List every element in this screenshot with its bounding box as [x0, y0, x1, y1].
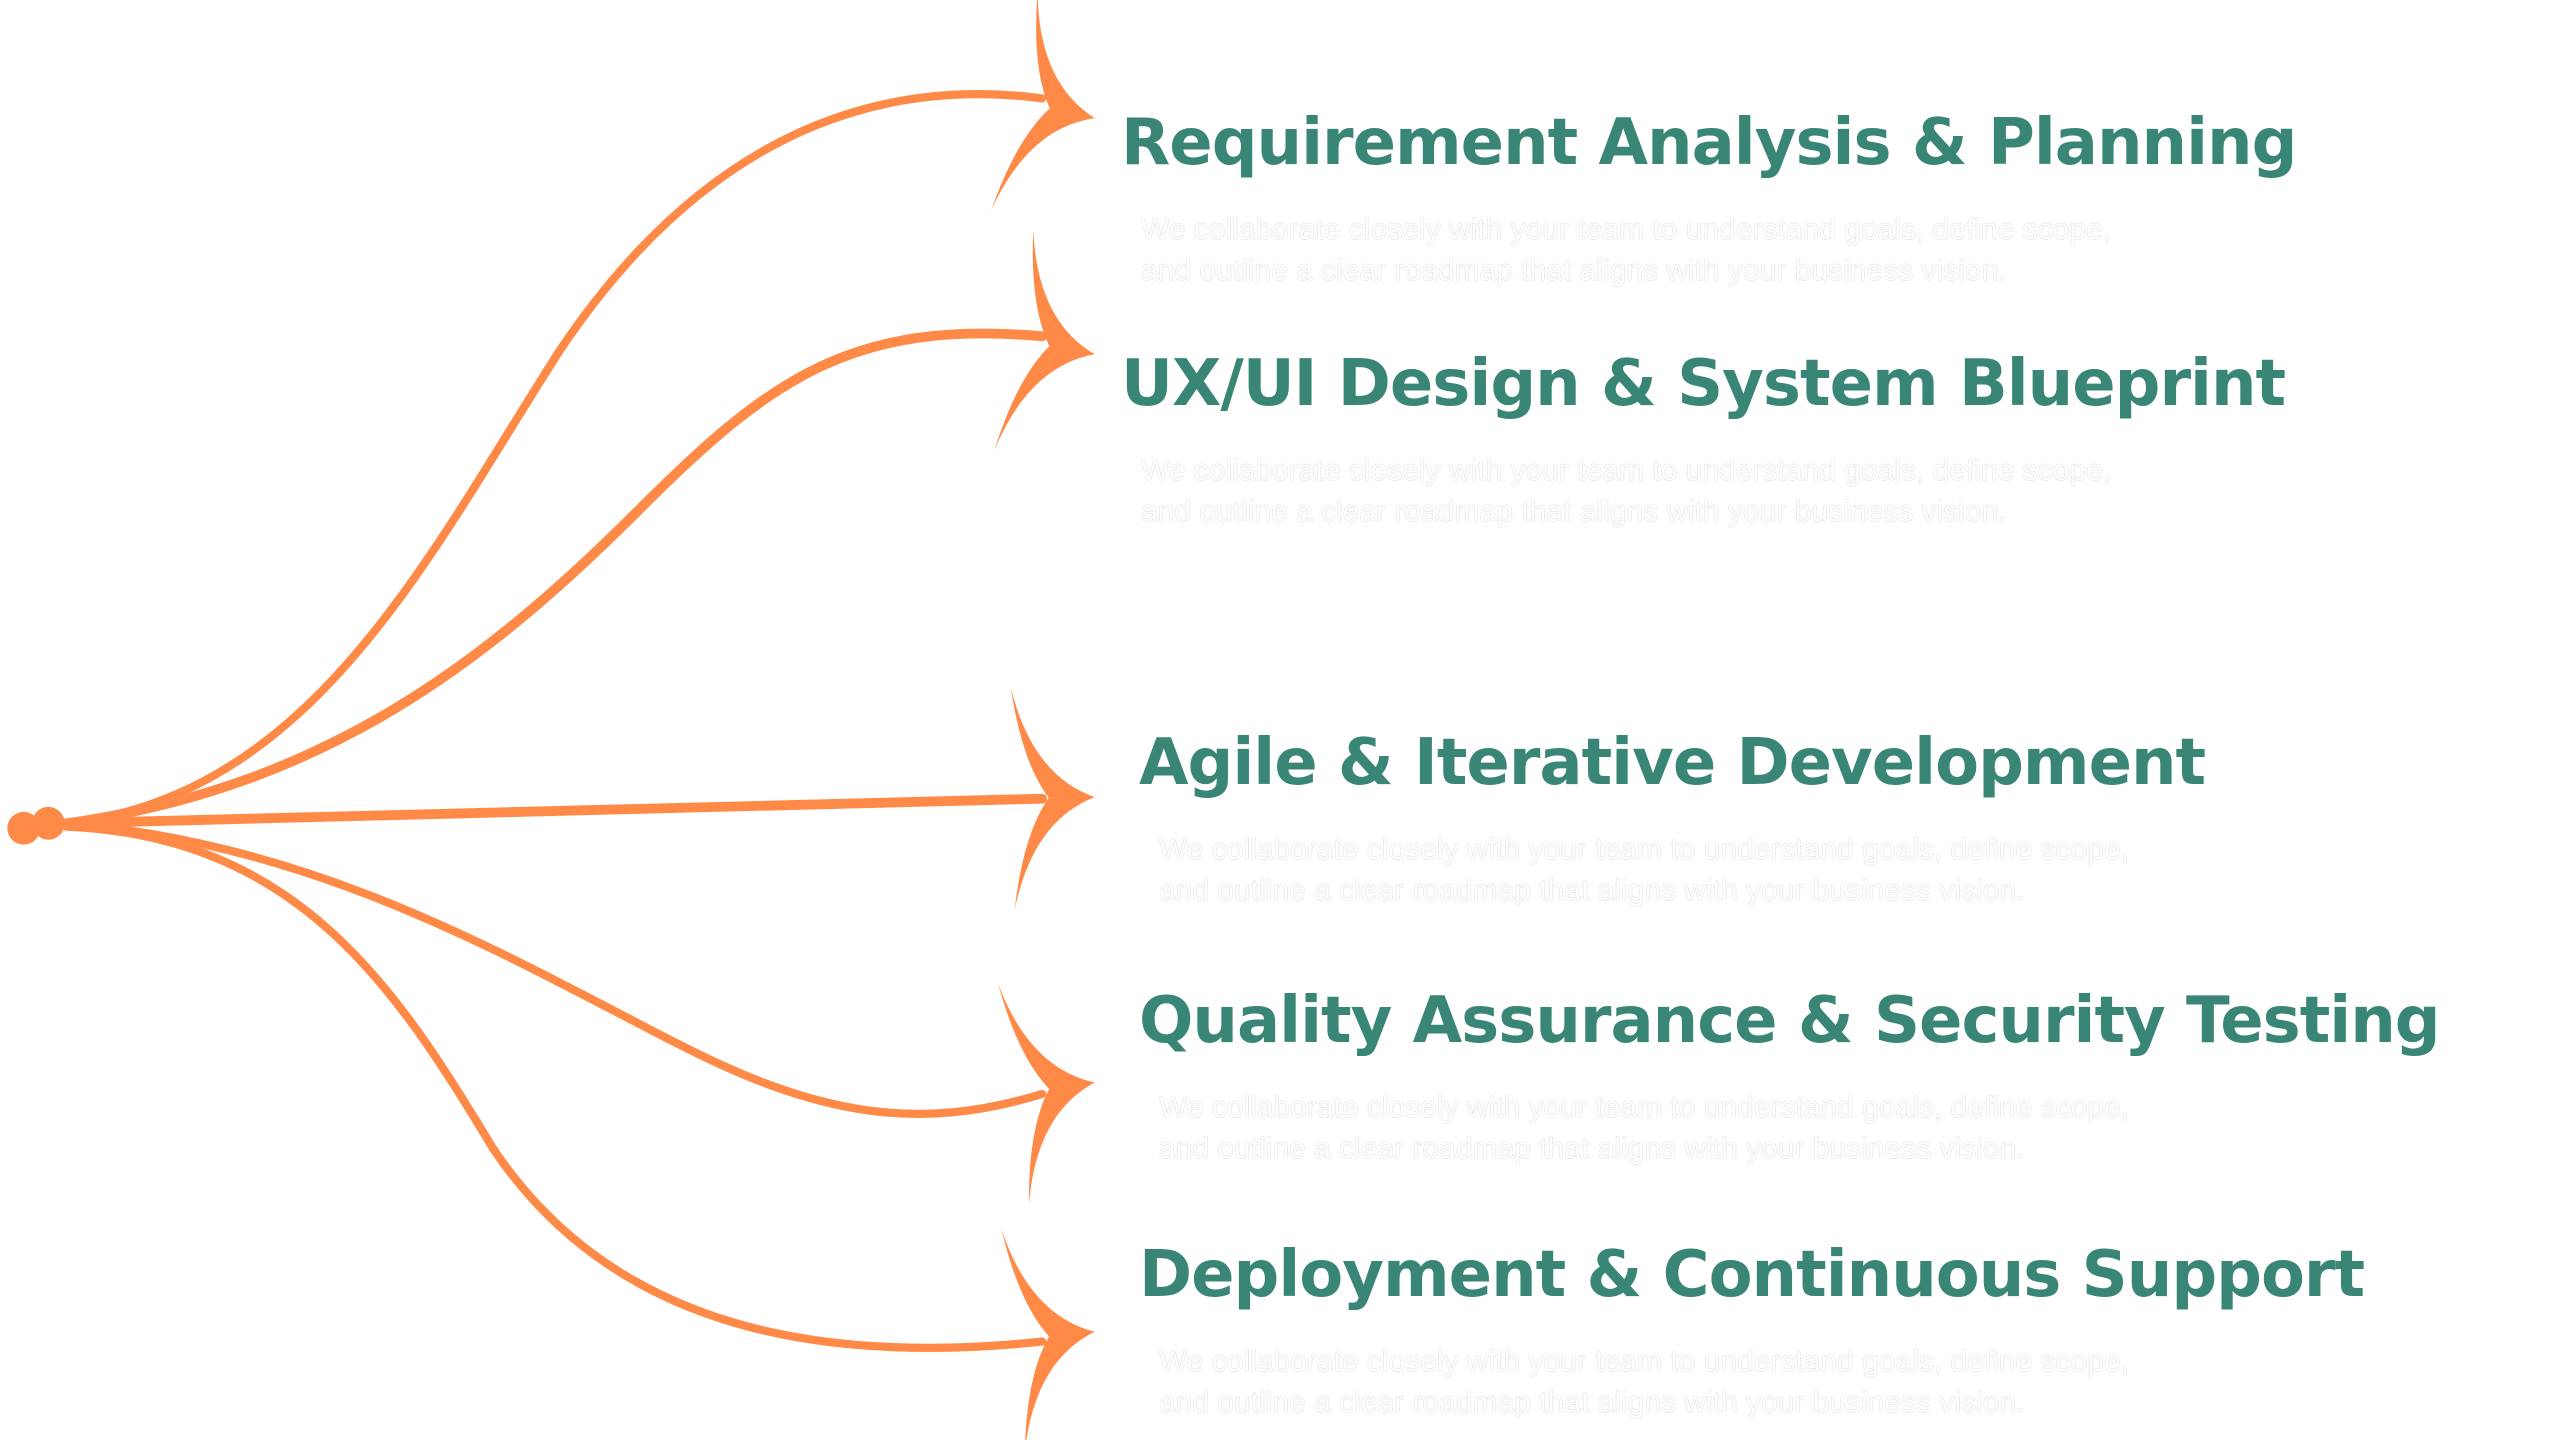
arrow-5-shaft [62, 822, 1047, 1353]
arrowhead-2-icon [994, 230, 1115, 465]
step-description-line: We collaborate closely with your team to… [1159, 833, 2129, 866]
arrow-1-shaft [62, 90, 1047, 828]
step-title: Quality Assurance & Security Testing [1139, 984, 2441, 1058]
step-description-line: We collaborate closely with your team to… [1159, 1091, 2129, 1124]
step-description-line: We collaborate closely with your team to… [1141, 454, 2111, 487]
arrow-2-shaft [61, 328, 1048, 829]
arrow-4-shaft [62, 819, 1047, 1118]
step-quality-assurance: Quality Assurance & Security Testing We … [1139, 983, 2441, 1169]
step-description-line: and outline a clear roadmap that aligns … [1141, 495, 2007, 528]
step-description-line: and outline a clear roadmap that aligns … [1159, 1386, 2025, 1419]
step-title: UX/UI Design & System Blueprint [1121, 347, 2286, 421]
origin-dot [7, 811, 41, 845]
step-title: Deployment & Continuous Support [1139, 1238, 2365, 1312]
step-description-line: We collaborate closely with your team to… [1141, 213, 2111, 246]
step-title: Requirement Analysis & Planning [1121, 106, 2297, 180]
arrow-3-shaft [61, 793, 1048, 829]
origin-dot [31, 806, 65, 840]
step-ux-ui-design: UX/UI Design & System Blueprint We colla… [1121, 346, 2286, 532]
step-requirement-analysis: Requirement Analysis & Planning We colla… [1121, 105, 2297, 291]
arrowhead-1-icon [991, 0, 1118, 228]
step-description-line: and outline a clear roadmap that aligns … [1141, 254, 2007, 287]
step-description-line: We collaborate closely with your team to… [1159, 1345, 2129, 1378]
step-agile-development: Agile & Iterative Development We collabo… [1139, 725, 2206, 911]
step-description-line: and outline a clear roadmap that aligns … [1159, 874, 2025, 907]
step-description-line: and outline a clear roadmap that aligns … [1159, 1132, 2025, 1165]
step-title: Agile & Iterative Development [1139, 726, 2206, 800]
step-deployment-support: Deployment & Continuous Support We colla… [1139, 1237, 2365, 1423]
arrowhead-5-icon [1001, 1220, 1107, 1440]
arrowhead-4-icon [997, 972, 1111, 1205]
